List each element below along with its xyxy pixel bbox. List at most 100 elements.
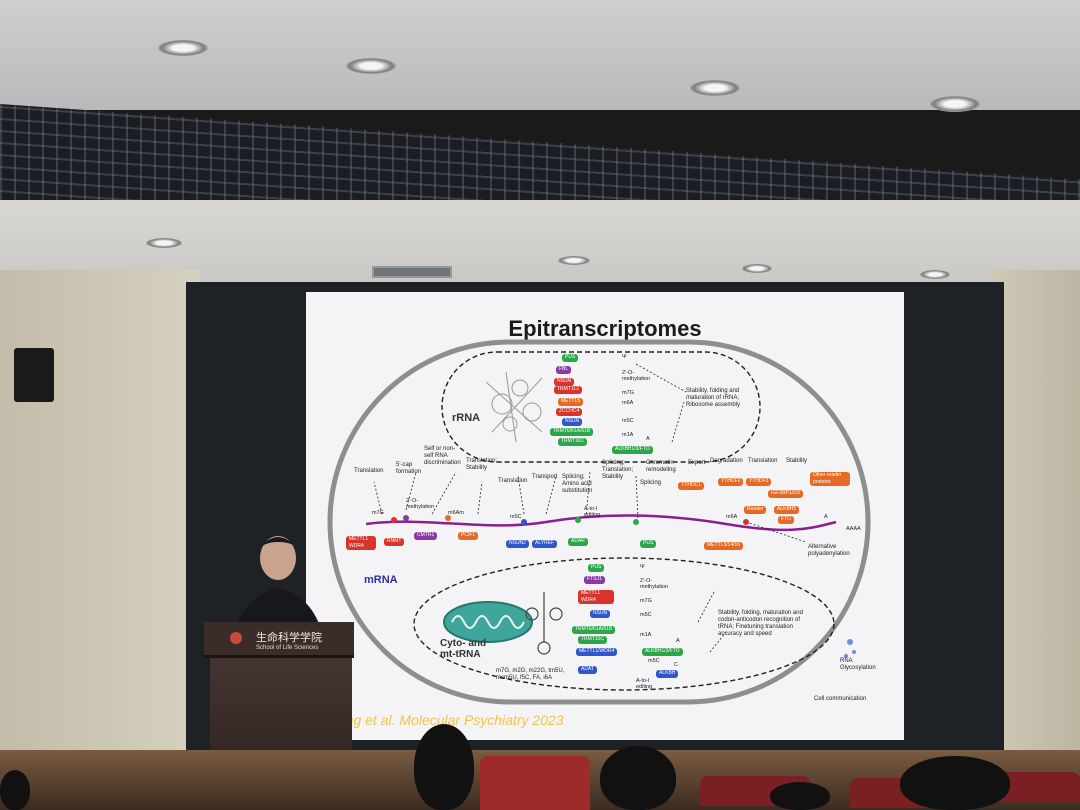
- trna-mod: Ψ: [640, 564, 645, 570]
- epitranscriptome-diagram: [327, 339, 871, 705]
- trna-enzyme: METTL1 WDR4: [578, 590, 614, 604]
- trna-mod: 2'-O-methylation: [640, 578, 669, 590]
- mrna-mod: 2'-O-methylation: [406, 498, 435, 510]
- ceiling-light: [158, 40, 208, 56]
- rrna-enzyme: TRMT10C: [558, 438, 588, 446]
- slide-citation: Cheng et al. Molecular Psychiatry 2023: [320, 712, 564, 728]
- rrna-enzyme: TRMT6/61A/61B: [550, 428, 594, 436]
- mrna-enzyme: ALYREF: [532, 540, 558, 548]
- ceiling-light: [742, 264, 772, 273]
- mrna-function: Export: [688, 460, 706, 466]
- mrna-function: Chromatin remodeling: [646, 460, 676, 473]
- mrna-enzyme: Reader: [744, 506, 767, 514]
- mrna-mod: m6A: [726, 514, 738, 520]
- mrna-label: mRNA: [364, 574, 398, 586]
- trna-mod: m5C: [648, 658, 660, 664]
- mrna-function: Self or non-self RNA discrimination: [424, 446, 461, 466]
- mrna-function: Transport: [532, 474, 558, 480]
- ceiling-light: [690, 80, 740, 96]
- audience-coat: [480, 756, 590, 810]
- slide: Epitranscriptomes: [306, 292, 904, 740]
- rrna-enzyme: TRMT112: [554, 386, 582, 394]
- mrna-enzyme: METTL1 WDR4: [346, 536, 376, 550]
- mrna-enzyme: YTHDF2: [718, 478, 744, 486]
- mrna-function: Splicing; Translation; Stability: [602, 460, 634, 480]
- rrna-mod: m7G: [622, 390, 634, 396]
- right-wall: [990, 270, 1080, 770]
- trna-mod: A: [676, 638, 680, 644]
- mrna-function: 5'-cap formation: [396, 462, 422, 475]
- ceiling: [0, 0, 1080, 110]
- mrna-enzyme: METTL3/14/16: [704, 542, 744, 550]
- mrna-enzyme: ADAR: [568, 538, 588, 546]
- rrna-mod: m6A: [622, 400, 634, 406]
- mrna-function: Splicing: [640, 480, 662, 486]
- audience-head: [770, 782, 830, 810]
- mrna-mod: m5C: [510, 514, 522, 520]
- rrna-enzyme: PUS: [562, 354, 579, 362]
- trna-cloverleaf-icon: [525, 592, 563, 655]
- mrna-function: Translation: [498, 478, 528, 484]
- podium-name-en: School of Life Sciences: [256, 645, 319, 651]
- trna-label: Cyto- and mt-tRNA: [440, 638, 487, 660]
- rrna-mod: A: [646, 436, 650, 442]
- left-wall: [0, 270, 200, 770]
- mrna-enzyme: NSUN2: [506, 540, 529, 548]
- glycosylation-icon: [844, 639, 856, 658]
- ribosome-structure-icon: [485, 371, 543, 443]
- rrna-enzyme: NSUN: [554, 378, 575, 386]
- rrna-enzyme: ZCCHC4: [556, 408, 583, 416]
- mrna-function: Translation: [354, 468, 384, 474]
- mrna-strand: [365, 514, 837, 532]
- cell-communication-label: Cell communication: [814, 696, 867, 702]
- mrna-function: Stability: [786, 458, 808, 464]
- mrna-mod: m7G: [372, 510, 384, 516]
- rrna-enzyme: NSUN: [562, 418, 583, 426]
- rrna-label: rRNA: [452, 412, 481, 424]
- pathway-arrows: [373, 363, 807, 653]
- rrna-mod: Ψ: [622, 354, 627, 360]
- mrna-enzyme: PUS: [640, 540, 657, 548]
- trna-mod: m5C: [640, 612, 652, 618]
- rrna-enzyme: FBL: [556, 366, 572, 374]
- university-emblem-icon: [230, 632, 242, 644]
- ceiling-light: [146, 238, 182, 248]
- mrna-enzyme: CMTR1: [414, 532, 438, 540]
- mrna-enzyme: PCIF1: [458, 532, 479, 540]
- rrna-mod: 2'-O-methylation: [622, 370, 651, 382]
- rrna-compartment: [441, 351, 761, 463]
- mrna-function: Translation; Stability: [466, 458, 498, 471]
- mrna-enzyme: Other reader proteins: [810, 472, 850, 486]
- trna-enzyme: PUS: [588, 564, 605, 572]
- rrna-function: Stability, folding and maturation of rRN…: [686, 388, 741, 408]
- slide-title: Epitranscriptomes: [508, 316, 702, 341]
- trna-compartment: [413, 557, 835, 691]
- rrna-mod: m1A: [622, 432, 634, 438]
- mrna-mod: A-to-I editing: [584, 506, 601, 518]
- podium-sign: [204, 622, 354, 658]
- mrna-enzyme: FTO: [778, 516, 794, 524]
- audience-head: [0, 770, 30, 810]
- audience-head: [900, 756, 1010, 810]
- glycosylation-label: RNA Glycosylation: [840, 658, 876, 671]
- poly-a-tail: AAAA: [846, 526, 861, 532]
- wall-speaker: [14, 348, 54, 402]
- trna-mod: A-to-I editing: [636, 678, 653, 690]
- trna-mod: m7G: [640, 598, 652, 604]
- trna-enzyme: TRMT10C: [578, 636, 608, 644]
- trna-enzyme: FTSJ1: [584, 576, 605, 584]
- trna-mod: m1A: [640, 632, 652, 638]
- trna-mod: C: [674, 662, 678, 668]
- cell-membrane: [327, 339, 871, 705]
- modification-dots: [391, 515, 749, 525]
- air-vent: [372, 266, 452, 278]
- mrna-enzyme: RNMT: [384, 538, 405, 546]
- mrna-function: Translation: [748, 458, 778, 464]
- trna-enzyme: METTL1/WDR4: [576, 648, 618, 656]
- mrna-mod: m6Am: [448, 510, 464, 516]
- mrna-enzyme: IGF2BP1/2/3: [768, 490, 803, 498]
- podium-name-cn: 生命科学学院: [256, 632, 322, 644]
- ceiling-light: [558, 256, 590, 265]
- trna-listed-mods: m7G, m2G, m22G, tm5U, mcm5U, f5C, FA, i6…: [496, 668, 565, 681]
- mrna-function: Splicing; Amino acid substitution: [562, 474, 593, 494]
